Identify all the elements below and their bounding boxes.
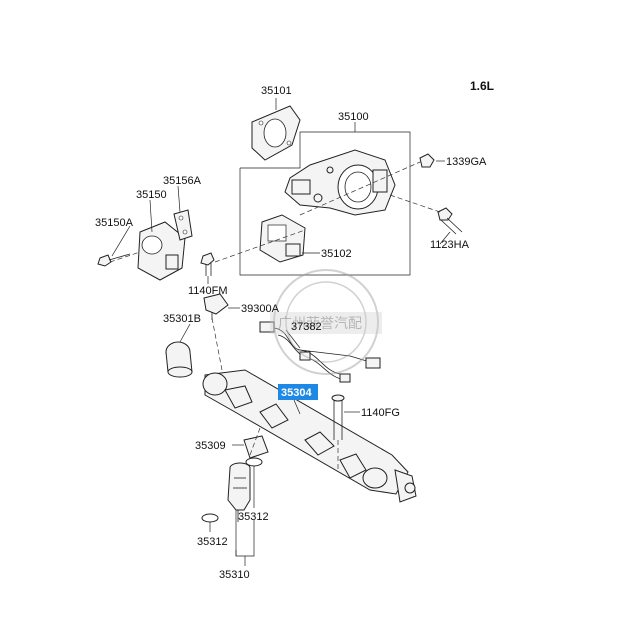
bolt-1140FM bbox=[200, 252, 215, 276]
idle-speed-actuator-35150 bbox=[137, 221, 186, 281]
callout-35102[interactable]: 35102 bbox=[321, 248, 352, 260]
gasket-35156A bbox=[173, 209, 193, 241]
wiring-harness-37382 bbox=[259, 321, 381, 383]
callout-39300A[interactable]: 39300A bbox=[241, 303, 280, 315]
engine-size-label: 1.6L bbox=[470, 79, 494, 93]
callout-35150[interactable]: 35150 bbox=[136, 189, 167, 201]
gasket-35101 bbox=[251, 105, 301, 161]
watermark-text: 广州菲誉汽配 bbox=[278, 316, 362, 332]
callout-35310[interactable]: 35310 bbox=[219, 569, 250, 581]
callout-1140FG[interactable]: 1140FG bbox=[361, 407, 400, 419]
clip-35309 bbox=[243, 435, 269, 459]
injector-35310 bbox=[227, 462, 251, 522]
callout-35312-right[interactable]: 35312 bbox=[238, 511, 269, 523]
callout-35100[interactable]: 35100 bbox=[338, 111, 369, 123]
callout-35156A[interactable]: 35156A bbox=[163, 175, 202, 187]
callout-1123HA[interactable]: 1123HA bbox=[430, 239, 470, 251]
callout-1339GA[interactable]: 1339GA bbox=[446, 156, 487, 168]
callout-35312-left[interactable]: 35312 bbox=[197, 536, 228, 548]
nut-1339GA bbox=[419, 153, 435, 168]
watermark: 广州菲誉汽配 bbox=[270, 269, 382, 375]
screw-35150A bbox=[97, 253, 131, 267]
callout-1140FM[interactable]: 1140FM bbox=[188, 285, 228, 297]
callout-35101[interactable]: 35101 bbox=[261, 85, 292, 97]
assembly-lines bbox=[109, 161, 441, 456]
o-ring-lower-35312 bbox=[201, 513, 219, 523]
callout-35309[interactable]: 35309 bbox=[195, 440, 226, 452]
bolt-1140FG bbox=[331, 394, 345, 470]
callout-35304-highlight[interactable]: 35304 bbox=[278, 384, 318, 400]
throttle-position-sensor-35102 bbox=[259, 214, 306, 263]
callout-35150A[interactable]: 35150A bbox=[95, 217, 134, 229]
highlight-box bbox=[278, 384, 318, 400]
callout-35304[interactable]: 35304 bbox=[281, 387, 312, 399]
fuel-rail-35304 bbox=[202, 369, 417, 503]
leader-lines bbox=[111, 98, 451, 566]
sensor-39300A bbox=[203, 293, 229, 320]
callout-35301B[interactable]: 35301B bbox=[163, 313, 201, 325]
bolt-1123HA bbox=[437, 207, 463, 235]
callout-37382[interactable]: 37382 bbox=[291, 321, 322, 333]
throttle-body-35100 bbox=[284, 149, 396, 216]
o-ring-upper-35312 bbox=[245, 457, 263, 467]
pressure-regulator-35301B bbox=[165, 341, 193, 378]
